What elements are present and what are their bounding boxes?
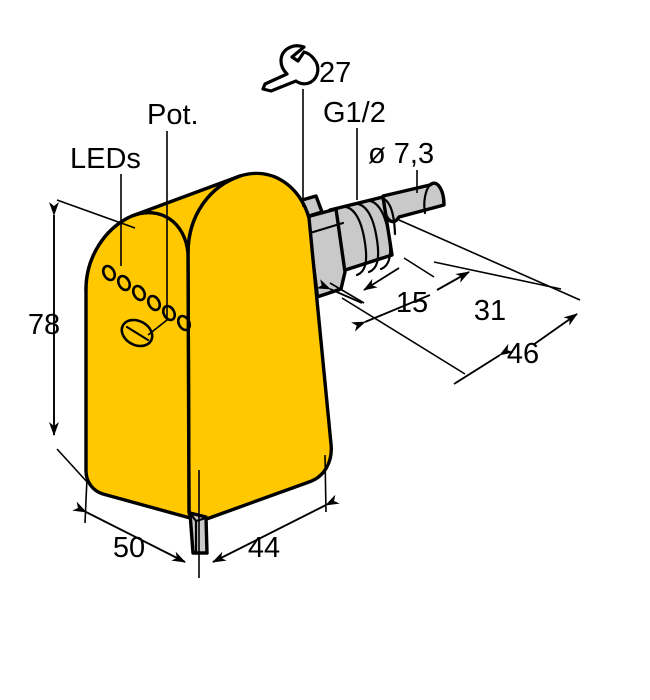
dimension-total-length-46: 46	[453, 313, 578, 385]
pot-leader-line	[147, 131, 168, 336]
dimension-width-44: 44	[212, 454, 340, 564]
callout-pot: Pot.	[147, 99, 199, 131]
led-indicator-row	[101, 264, 192, 332]
sensor-housing	[84, 171, 333, 524]
wrench-icon	[261, 44, 320, 93]
potentiometer-screw	[120, 318, 154, 348]
dimension-label-31: 31	[474, 295, 506, 327]
ext-line-top	[398, 219, 581, 301]
dimension-label-44: 44	[248, 532, 280, 564]
dimension-mid-length-31: 31	[351, 271, 506, 332]
dimension-label-50: 50	[113, 532, 145, 564]
ext-line-upper	[433, 261, 562, 290]
thread-section	[328, 195, 397, 277]
callout-thread: G1/2	[323, 97, 386, 129]
callout-probe-diameter: ø 7,3	[368, 138, 434, 170]
dimension-label-78: 78	[28, 309, 60, 341]
dimension-height-78: 78	[28, 199, 136, 484]
callout-leds: LEDs	[70, 143, 141, 175]
callout-wrench-size: 27	[319, 57, 351, 89]
dimension-depth-50: 50	[72, 477, 186, 564]
dimension-label-46: 46	[507, 338, 539, 370]
ext-line-lower	[341, 297, 466, 375]
